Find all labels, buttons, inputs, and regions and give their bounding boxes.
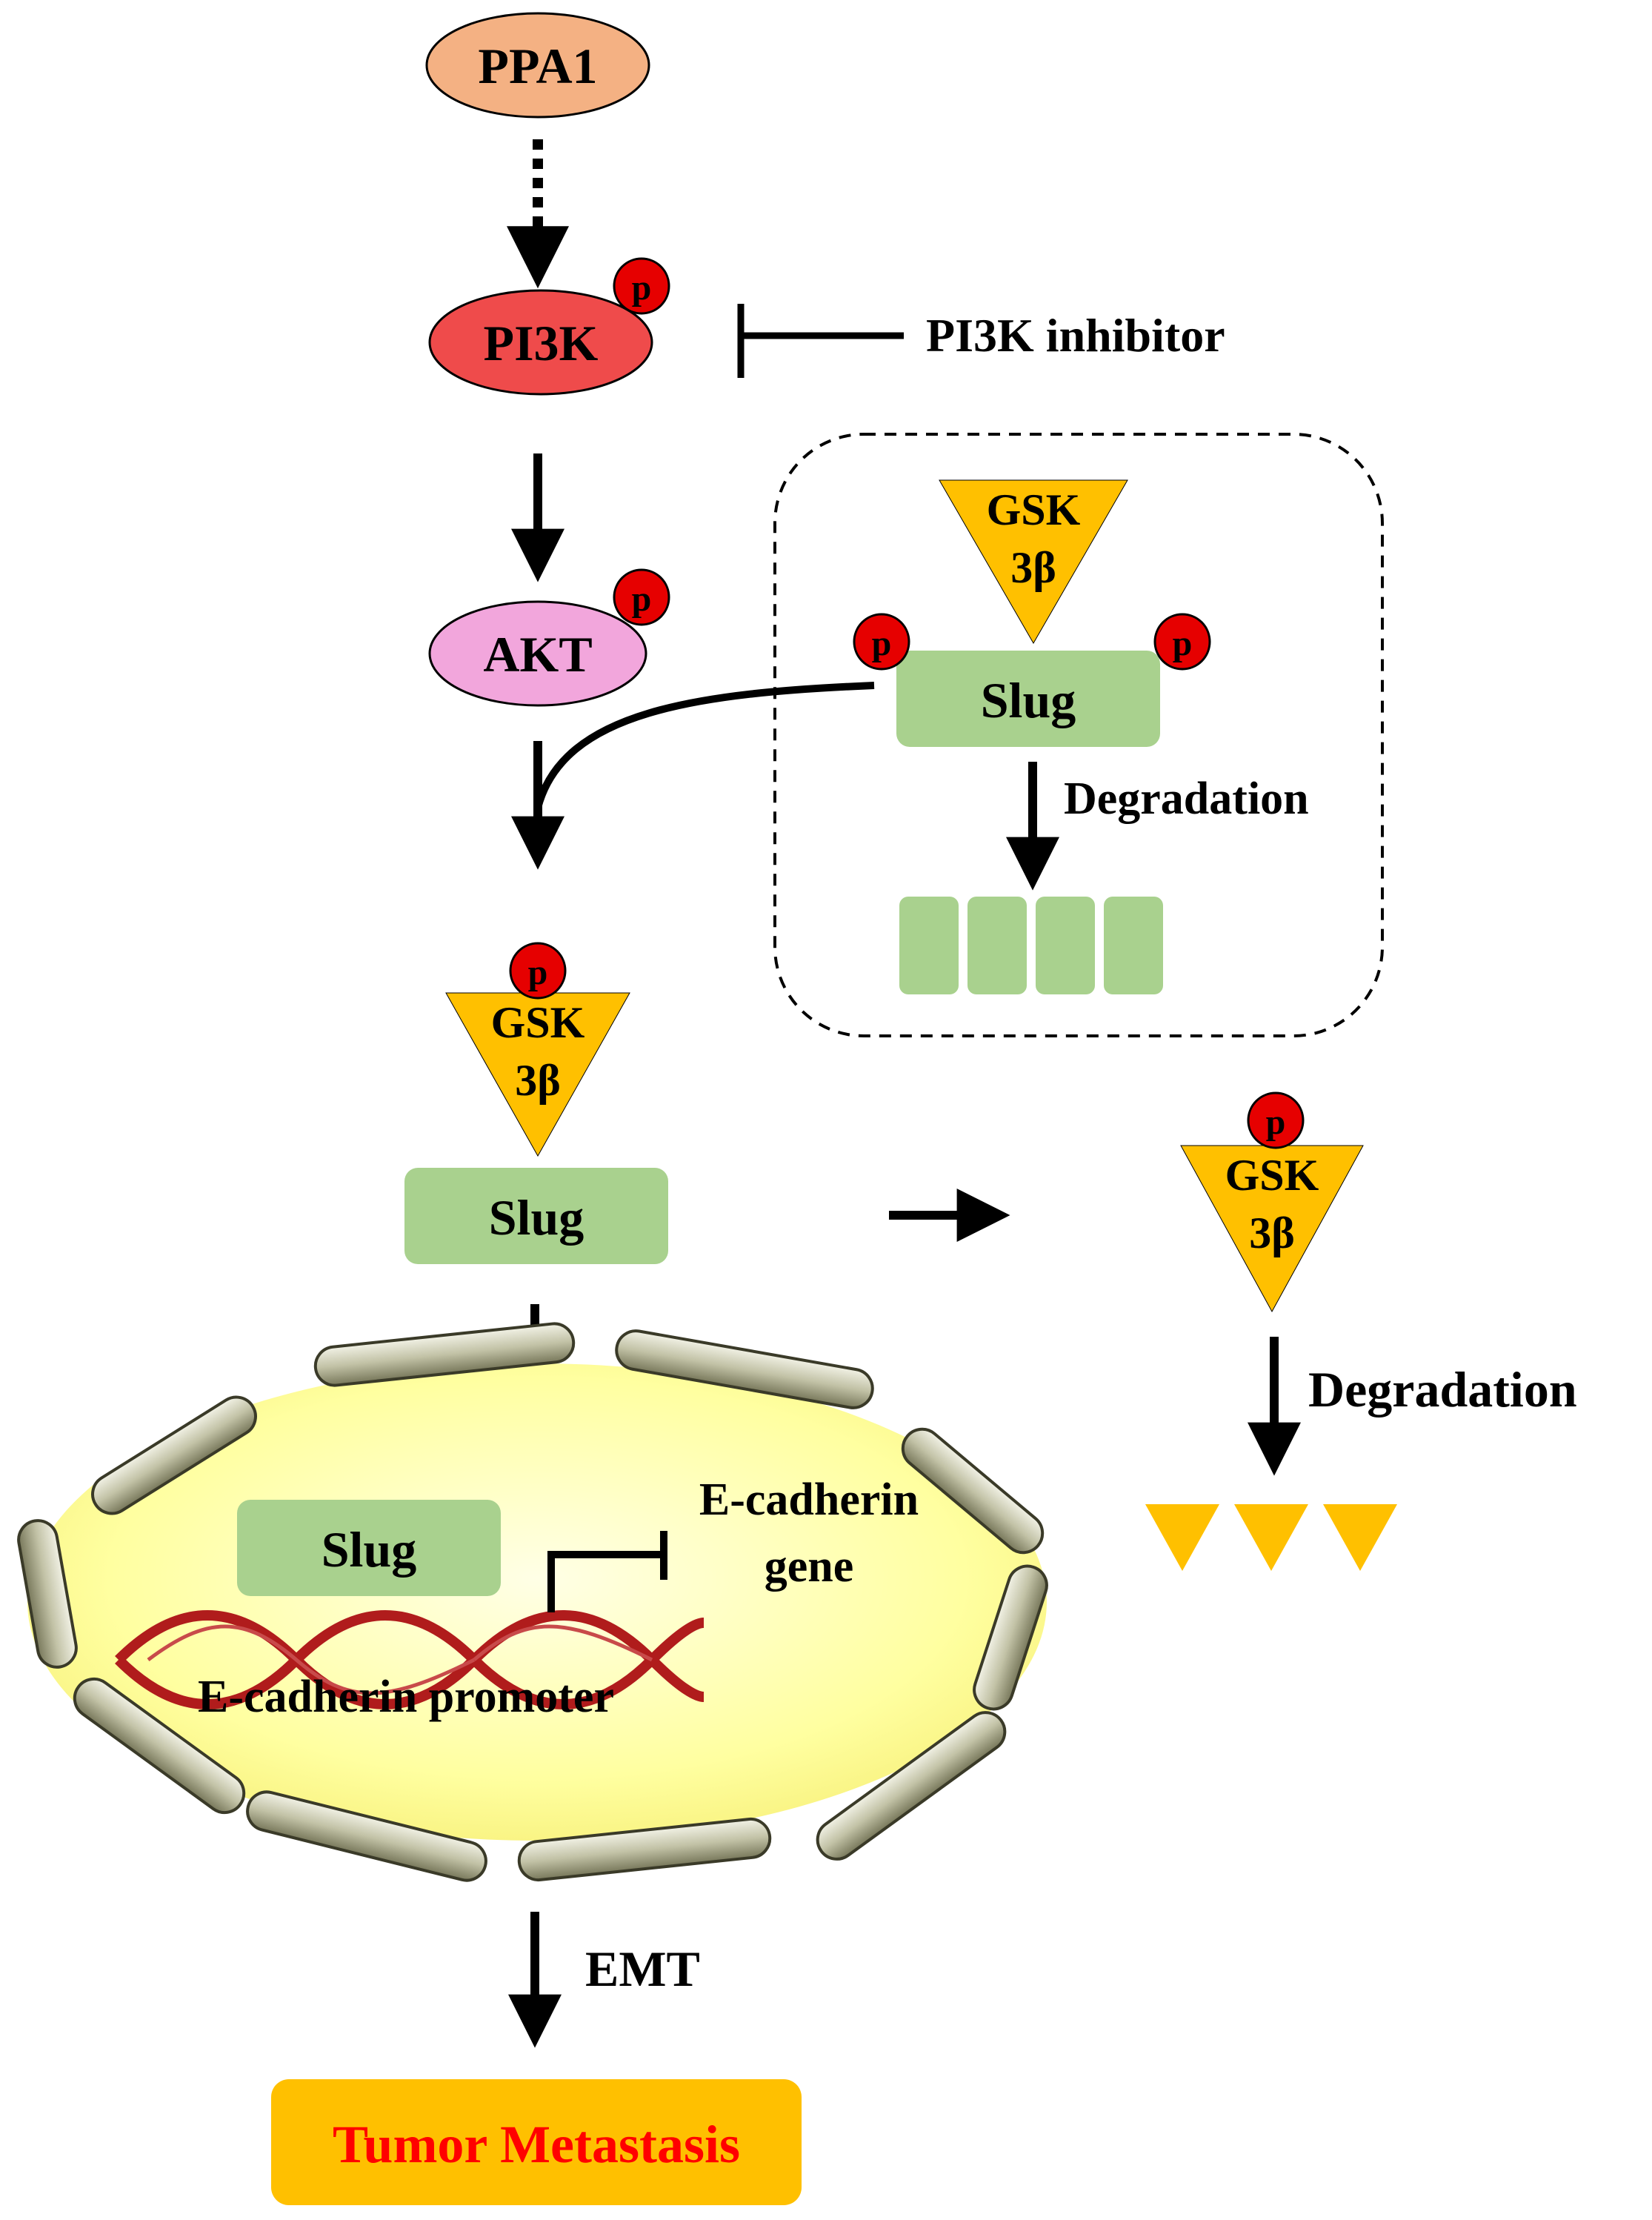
gsk3b-triangle-right: GSK 3β — [1180, 1145, 1364, 1313]
tumor-metastasis-label: Tumor Metastasis — [333, 2115, 740, 2174]
svg-text:GSK: GSK — [1225, 1151, 1319, 1200]
slug-degradation-label: Degradation — [1064, 774, 1309, 824]
svg-text:Slug: Slug — [489, 1189, 584, 1246]
slug-box-nuclear: Slug — [237, 1500, 501, 1596]
svg-text:GSK: GSK — [987, 485, 1081, 534]
pi3k-inhibitor-label: PI3K inhibitor — [926, 309, 1225, 362]
slug-phospho-badge-left: p — [853, 613, 910, 671]
pi3k-inhibition-line — [737, 304, 904, 378]
gsk3b-right-phospho-badge: p — [1247, 1091, 1305, 1149]
svg-text:p: p — [528, 953, 548, 992]
gsk3b-fragments — [1145, 1504, 1397, 1571]
tumor-metastasis-box: Tumor Metastasis — [271, 2079, 802, 2205]
svg-text:p: p — [632, 268, 652, 308]
svg-text:3β: 3β — [515, 1056, 561, 1105]
pi3k-label: PI3K — [484, 315, 599, 371]
svg-text:p: p — [1173, 624, 1193, 663]
ppa1-node: PPA1 — [425, 12, 650, 119]
gsk3b-triangle-box: GSK 3β — [939, 479, 1128, 645]
gsk3b-slug-degradation-box — [773, 433, 1384, 1037]
slug-box-degrading: Slug — [896, 651, 1160, 747]
nucleus — [27, 1363, 1047, 1841]
gsk3b-center-phospho-badge: p — [509, 942, 567, 1000]
dna-helix — [115, 1610, 705, 1709]
akt-phospho-badge: p — [613, 568, 670, 626]
gsk3b-degradation-label: Degradation — [1308, 1361, 1577, 1418]
svg-text:Slug: Slug — [981, 672, 1076, 728]
ecadherin-gene-label-line1: E-cadherin — [699, 1475, 919, 1525]
pi3k-phospho-badge: p — [613, 257, 670, 315]
ecadherin-promoter-label: E-cadherin promoter — [198, 1672, 614, 1722]
ecadherin-gene-label-line2: gene — [765, 1541, 854, 1592]
akt-label: AKT — [483, 626, 592, 682]
nuclear-envelope — [17, 1322, 1048, 1882]
ecadherin-repression-line — [547, 1531, 667, 1612]
svg-text:3β: 3β — [1010, 543, 1056, 592]
slug-box-center: Slug — [404, 1168, 668, 1264]
akt-node: AKT — [428, 600, 647, 707]
slug-fragments — [899, 897, 1163, 994]
slug-phospho-badge-right: p — [1153, 613, 1211, 671]
slug-release-curve — [534, 682, 875, 809]
svg-text:p: p — [872, 624, 892, 663]
ppa1-label: PPA1 — [478, 38, 597, 94]
pi3k-node: PI3K — [428, 289, 653, 396]
svg-text:p: p — [632, 579, 652, 619]
svg-text:GSK: GSK — [491, 998, 585, 1047]
emt-label: EMT — [585, 1941, 700, 1997]
svg-text:Slug: Slug — [322, 1521, 417, 1578]
svg-text:3β: 3β — [1249, 1209, 1295, 1257]
gsk3b-triangle-center: GSK 3β — [445, 992, 630, 1157]
svg-text:p: p — [1266, 1103, 1286, 1142]
